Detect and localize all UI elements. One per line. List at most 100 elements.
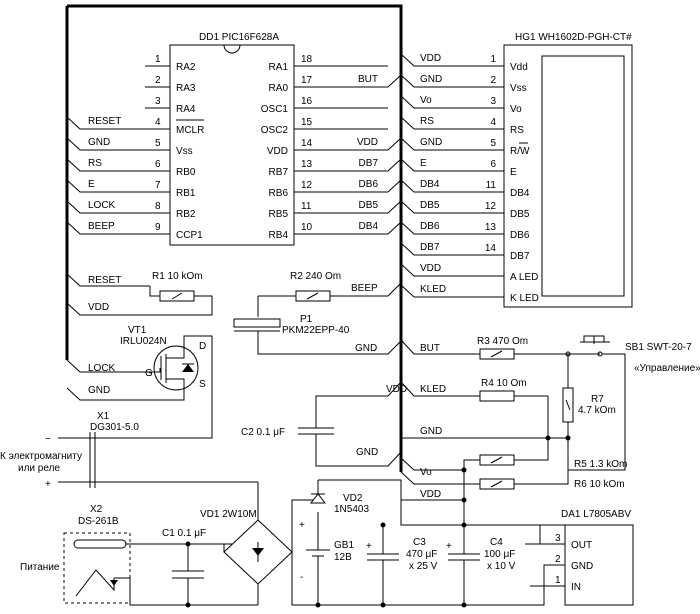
mcu-pin-number: 17 (301, 75, 313, 86)
mcu-pin-name: OSC1 (261, 104, 289, 115)
da1-in: IN (571, 582, 581, 593)
mcu-net-wire (66, 137, 145, 151)
lcd-body (503, 44, 633, 308)
mcu-net-label: DB5 (359, 200, 379, 211)
mcu-pin-number: 16 (301, 96, 313, 107)
x2-name: X2 (90, 504, 103, 515)
p1-part: PKM22EPP-40 (282, 325, 350, 336)
net-gnd-2: GND (88, 385, 110, 396)
lcd-pin-name: Vss (510, 83, 527, 94)
mcu-net-wire (387, 137, 402, 151)
mcu-pin-name: RB5 (269, 209, 289, 220)
da1-p3: 3 (555, 533, 561, 544)
lcd-pin-name: RS (510, 125, 524, 136)
mcu-notch (223, 44, 241, 54)
lcd-pin-number: 11 (486, 180, 497, 191)
mcu-pin-name: Vss (176, 146, 193, 157)
c3-plus: + (366, 541, 372, 552)
mcu-pin-number: 18 (301, 54, 313, 65)
da1-out: OUT (571, 540, 592, 551)
mcu-pin-number: 7 (155, 180, 161, 191)
c3-name: C3 (413, 537, 426, 548)
mcu-pin-number: 1 (155, 54, 161, 65)
mcu-body (169, 44, 295, 246)
lcd-pin-name: DB4 (510, 188, 530, 199)
mcu-net-label: BEEP (88, 221, 115, 232)
r4-label: R4 10 Om (481, 378, 527, 389)
mcu-pin-number: 3 (155, 96, 161, 107)
net-gnd-p1: GND (355, 343, 377, 354)
x1-minus: − (45, 434, 51, 445)
lcd-pin-line (400, 95, 504, 109)
net-vdd-c2: VDD (386, 384, 407, 395)
net-reset-2: RESET (88, 275, 121, 286)
mcu-pin-name: CCP1 (176, 230, 203, 241)
vt1-s: S (199, 379, 206, 390)
vt1-d: D (199, 341, 206, 352)
mcu-pin-name: RB6 (269, 188, 289, 199)
mcu-pin-number: 12 (301, 180, 313, 191)
da1-gnd: GND (571, 561, 593, 572)
c3-value: 470 μF (406, 549, 437, 560)
c2-label: C2 0.1 μF (241, 427, 285, 438)
c4-value: 100 μF (484, 549, 515, 560)
mcu-net-label: DB6 (359, 179, 379, 190)
c4-plus: + (446, 541, 452, 552)
mcu-pin-number: 8 (155, 201, 161, 212)
x2-outline (63, 532, 131, 604)
lcd-pin-number: 13 (485, 222, 497, 233)
mcu-pin-number: 2 (155, 75, 161, 86)
mcu-pin-number: 5 (155, 138, 161, 149)
lcd-pin-number: 4 (490, 117, 496, 128)
lcd-pin-number: 14 (485, 243, 497, 254)
mcu-pin-number: 11 (301, 201, 312, 212)
da1-p2: 2 (555, 554, 561, 565)
mcu-pin-name: OSC2 (261, 125, 289, 136)
mcu-right-pins: 18RA117RA0BUT16OSC115OSC214VDDVDD13RB7DB… (261, 54, 402, 241)
x2-label: Питание (20, 562, 60, 573)
sb1-desc: «Управление» (634, 363, 700, 374)
net-but-2: BUT (420, 343, 440, 354)
lcd-pin-line (400, 53, 504, 67)
lcd-net-label: DB5 (420, 200, 440, 211)
mcu-pin-name: RA2 (176, 62, 196, 73)
vd2-name: VD2 (343, 493, 363, 504)
lcd-pin-number: 6 (490, 159, 496, 170)
da1-title: DA1 L7805ABV (561, 509, 631, 520)
lcd-pin-line (400, 200, 504, 214)
mcu-net-label: BUT (358, 74, 378, 85)
lcd-pin-number: 3 (490, 96, 496, 107)
mcu-left-pins: 1RA22RA33RA44MCLRRESET5VssGND6RB0RS7RB1E… (66, 54, 204, 241)
lcd-net-label: DB6 (420, 221, 440, 232)
c4-voltage: x 10 V (487, 561, 516, 572)
sb1-name: SB1 SWT-20-7 (625, 342, 692, 353)
lcd-pin-line (400, 158, 504, 172)
x1-desc-1: К электромагниту (0, 451, 82, 462)
mcu-pin-number: 14 (301, 138, 313, 149)
net-vdd-3: VDD (420, 489, 441, 500)
mcu-net-label: RS (88, 158, 102, 169)
mcu-pin-number: 15 (301, 117, 313, 128)
mcu-net-label: LOCK (88, 200, 116, 211)
mcu-pin-number: 6 (155, 159, 161, 170)
mcu-pin-name: RB2 (176, 209, 196, 220)
mcu-net-label: DB4 (359, 221, 379, 232)
x2-part: DS-261B (78, 516, 119, 527)
r6-label: R6 10 kOm (574, 479, 625, 490)
x1-desc-2: или реле (18, 463, 60, 474)
gb1-name: GB1 (334, 540, 354, 551)
r1-label: R1 10 kOm (152, 271, 203, 282)
lcd-title: HG1 WH1602D-PGH-CT# (515, 32, 632, 43)
mcu-pin-name: RA1 (269, 62, 289, 73)
mcu-net-wire (66, 179, 145, 193)
x1-group: X1 DG301-5.0 − + К электромагниту или ре… (0, 411, 258, 490)
lcd-pin-name: A LED (510, 272, 538, 283)
mcu-pin-number: 13 (301, 159, 313, 170)
mcu-net-wire (66, 116, 145, 130)
mcu-net-wire (387, 200, 402, 214)
c3-voltage: x 25 V (409, 561, 438, 572)
right-mid-group: VDD C2 0.1 μF GND BUT R3 470 Om SB1 SWT-… (241, 335, 700, 503)
vd1-label: VD1 2W10M (200, 509, 257, 520)
p1-body (233, 318, 281, 328)
r3-label: R3 470 Om (477, 336, 528, 347)
